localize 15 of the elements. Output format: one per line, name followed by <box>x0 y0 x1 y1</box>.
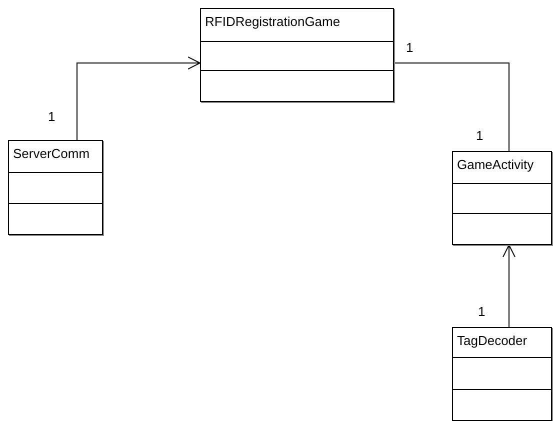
association-line <box>394 62 510 152</box>
class-box <box>200 8 394 102</box>
class-name: GameActivity <box>453 152 551 184</box>
class-box <box>452 327 552 421</box>
class-box <box>8 140 103 235</box>
multiplicity-label: 1 <box>478 304 486 319</box>
class-name: RFIDRegistrationGame <box>201 9 393 42</box>
multiplicity-label: 1 <box>48 109 56 124</box>
association-arrow <box>76 56 200 140</box>
association-arrow <box>502 244 516 328</box>
class-name: TagDecoder <box>453 328 551 358</box>
class-name: ServerComm <box>9 141 102 173</box>
class-box <box>452 151 552 245</box>
multiplicity-label: 1 <box>476 128 484 143</box>
multiplicity-label: 1 <box>406 40 414 55</box>
